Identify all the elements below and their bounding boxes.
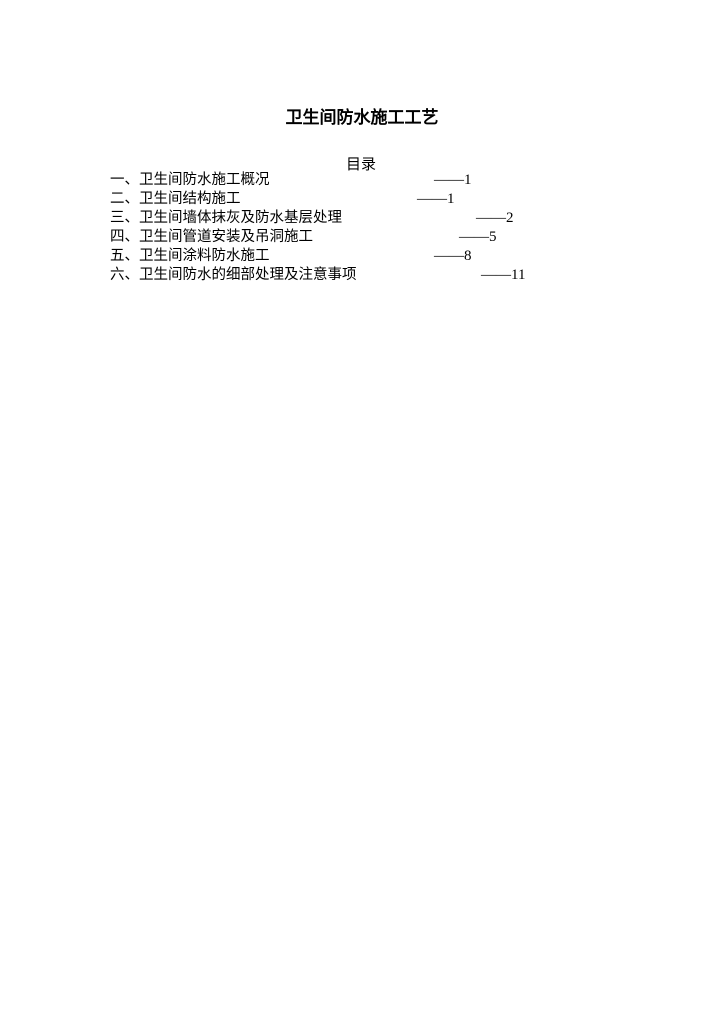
toc-item-label: 五、卫生间涂料防水施工 [110,248,270,264]
document-title: 卫生间防水施工工艺 [285,108,439,128]
toc-item-page: ——1 [417,191,455,207]
toc-item-label: 一、卫生间防水施工概况 [110,172,270,188]
toc-item-page: ——2 [476,210,514,226]
toc-item-page: ——1 [434,172,472,188]
toc-item-label: 三、卫生间墙体抹灰及防水基层处理 [110,210,342,226]
toc-item-label: 二、卫生间结构施工 [110,191,241,207]
toc-item-page: ——11 [481,267,526,283]
toc-item-page: ——8 [434,248,472,264]
toc-item-label: 六、卫生间防水的细部处理及注意事项 [110,267,357,283]
toc-item-page: ——5 [459,229,497,245]
toc-item-label: 四、卫生间管道安装及吊洞施工 [110,229,313,245]
toc-heading: 目录 [346,155,377,173]
